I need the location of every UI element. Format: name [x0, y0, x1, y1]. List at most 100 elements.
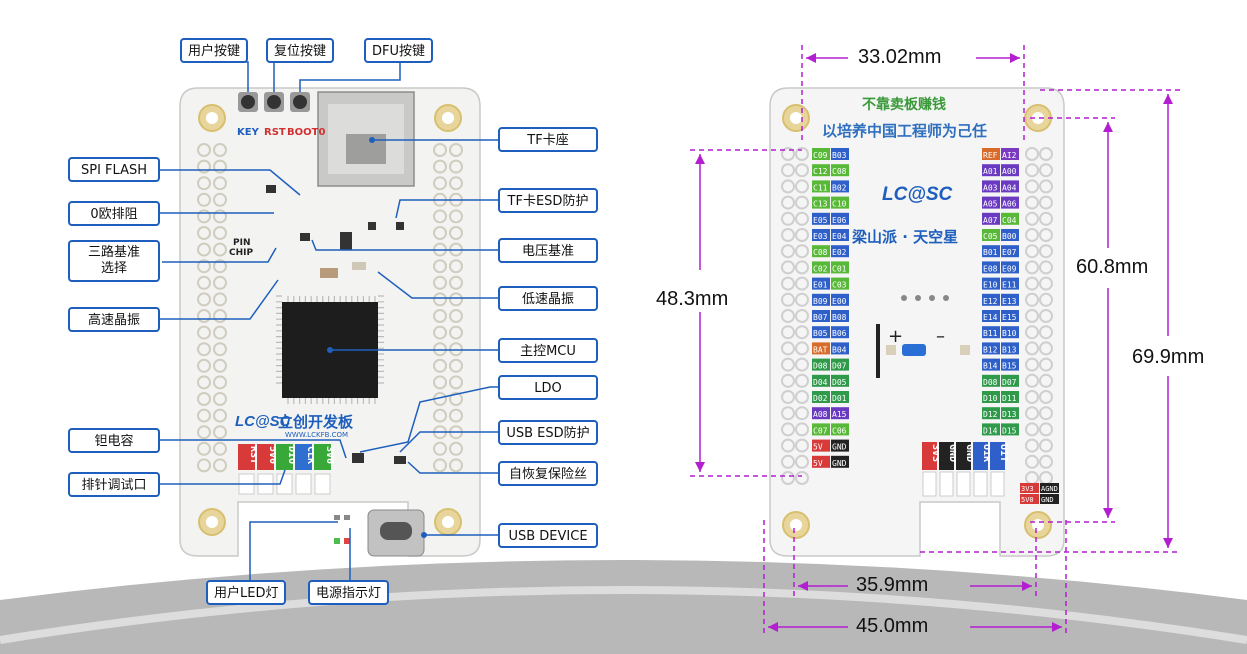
pin-hole-icon — [795, 357, 809, 372]
pin-hole-icon — [781, 179, 795, 194]
pin-hole-icon — [1025, 422, 1039, 437]
pin-hole-icon — [1025, 325, 1039, 340]
pin-hole-icon — [197, 292, 211, 307]
pin-hole-icon — [781, 390, 795, 404]
pin-label: E07 — [1002, 248, 1017, 257]
pin-label-bg — [831, 164, 849, 177]
pin-label-bg — [831, 229, 849, 241]
pin-label: E02 — [832, 248, 847, 257]
label-usb-esd: USB ESD防护 — [498, 420, 598, 445]
corner-pin-label: AGND — [1041, 485, 1058, 493]
svg-text:–: – — [936, 326, 945, 347]
pin-hole-icon — [1025, 309, 1039, 323]
left-brand-logo: LC@SC — [235, 413, 291, 430]
pin-label: D02 — [813, 394, 828, 403]
pin-hole-icon — [433, 226, 447, 240]
pin-label-bg — [831, 180, 849, 193]
bottom-pin-label: GND — [947, 444, 958, 462]
pin-label-bg — [1001, 245, 1019, 258]
pin-label-bg — [812, 455, 830, 468]
pin-label: B00 — [1002, 232, 1017, 241]
pin-hole-icon — [781, 341, 795, 356]
pin-hole-icon — [433, 309, 447, 323]
pin-hole-icon — [795, 228, 809, 242]
pin-hole-icon — [781, 276, 795, 291]
pin-hole-icon — [1039, 390, 1053, 404]
pin-label: D08 — [983, 378, 998, 387]
right-brand-logo: LC@SC — [882, 184, 953, 205]
pin-label-bg — [1001, 374, 1019, 387]
pin-hole-icon — [433, 159, 447, 174]
pin-hole-icon — [1039, 325, 1053, 340]
pin-label-bg — [831, 293, 849, 306]
pin-hole-icon — [433, 325, 447, 340]
arrow-icon — [695, 53, 1173, 632]
pin-label-bg — [1001, 342, 1019, 355]
pin-label-bg — [812, 423, 830, 436]
pin-label-bg — [831, 196, 849, 209]
pin-hole-icon — [795, 244, 809, 259]
pin-hole-icon — [433, 209, 447, 224]
pin-label-bg — [982, 245, 1000, 258]
label-vref-select-text: 三路基准 选择 — [87, 245, 140, 276]
pin-hole-icon — [781, 438, 795, 453]
pin-label: D13 — [1002, 410, 1017, 419]
pin-label-bg — [831, 261, 849, 274]
pin-label-bg — [1001, 164, 1019, 177]
pin-label-bg — [831, 277, 849, 290]
right-brand-name: 梁山派 · 天空星 — [852, 228, 959, 246]
pin-label: E01 — [813, 281, 828, 290]
pin-hole-icon — [1039, 309, 1053, 323]
pin-hole-icon — [213, 176, 227, 191]
pin-label: E04 — [832, 232, 847, 241]
pin-hole-icon — [795, 292, 809, 307]
corner-pin-label: GND — [1041, 496, 1054, 504]
pin-hole-icon — [197, 375, 211, 390]
pin-hole-icon — [1039, 357, 1053, 372]
pin-label: E15 — [1002, 313, 1017, 322]
pin-hole-icon — [1025, 260, 1039, 275]
pin-hole-icon — [781, 422, 795, 437]
pin-label: GND — [832, 443, 847, 452]
pin-hole-icon — [433, 458, 447, 473]
pin-label-bg — [1001, 180, 1019, 193]
pin-label: B01 — [983, 248, 998, 257]
pin-hole-icon — [795, 406, 809, 421]
corner-pin-label: 5V0 — [1021, 496, 1034, 504]
pin-label: D14 — [983, 426, 998, 435]
pin-label: B06 — [832, 329, 847, 338]
silk-key: KEY — [237, 127, 259, 138]
bottom-pin-label-bg — [922, 442, 937, 470]
pin-label-bg — [812, 293, 830, 306]
pin-label-bg — [982, 261, 1000, 274]
pin-label-bg — [1001, 261, 1019, 274]
pin-hole-icon — [1039, 422, 1053, 437]
pin-hole-icon — [213, 192, 227, 207]
debug-pin-label-bg — [276, 444, 293, 470]
right-slogan-2: 以培养中国工程师为己任 — [822, 122, 988, 140]
pin-hole-icon — [781, 260, 795, 275]
dim-inner-height: 60.8mm — [1076, 256, 1149, 278]
label-reset-key: 复位按键 — [266, 38, 335, 63]
pin-label: C08 — [813, 248, 828, 257]
pin-label-bg — [982, 164, 1000, 177]
debug-pin-label-bg — [314, 444, 331, 470]
pin-hole-icon — [449, 143, 463, 157]
left-brand-name: 立创开发板 — [278, 413, 354, 431]
pin-hole-icon — [1039, 228, 1053, 242]
pin-hole-icon — [449, 176, 463, 191]
pin-hole-icon — [781, 406, 795, 421]
pin-label: E05 — [813, 216, 828, 225]
pin-hole-icon — [213, 292, 227, 307]
dim-outer-width: 45.0mm — [856, 615, 929, 637]
right-slogan-1: 不靠卖板赚钱 — [862, 97, 946, 113]
corner-pin-label: 3V3 — [1021, 485, 1034, 493]
pin-hole-icon — [213, 209, 227, 224]
debug-pin-label-bg — [238, 444, 255, 470]
bottom-pin-label-bg — [939, 442, 954, 470]
pin-hole-icon — [449, 392, 463, 406]
pin-label-bg — [982, 358, 1000, 371]
pin-label: E06 — [832, 216, 847, 225]
pin-label: D11 — [1002, 394, 1017, 403]
pin-label: C10 — [832, 200, 847, 209]
